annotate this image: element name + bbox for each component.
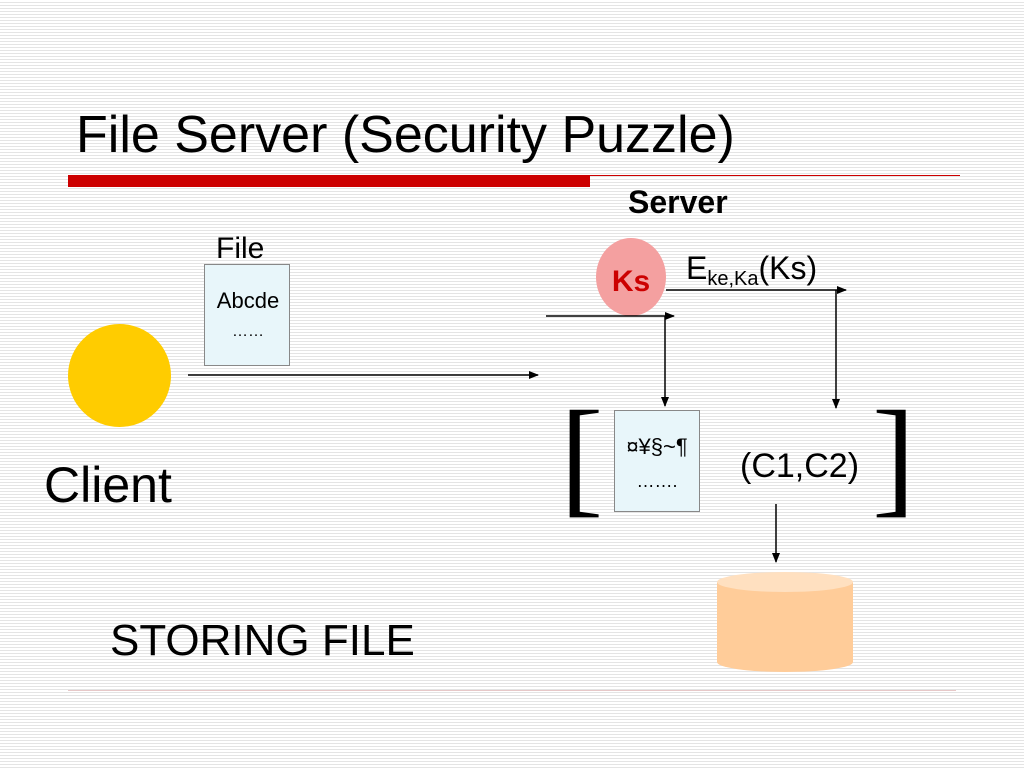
footer-divider xyxy=(68,690,956,691)
title-underline-thick xyxy=(68,175,590,187)
client-label: Client xyxy=(44,457,172,513)
storing-file-caption: STORING FILE xyxy=(110,616,415,665)
encrypted-key-suffix: (Ks) xyxy=(758,250,818,286)
session-key-node xyxy=(596,238,666,316)
encrypted-file-line1: ¤¥§~¶ xyxy=(626,434,688,459)
encrypted-key-subscript: ke,Ka xyxy=(707,268,759,290)
encrypted-key-label: Eke,Ka(Ks) xyxy=(686,248,817,299)
client-node xyxy=(68,324,171,427)
encrypted-file-document xyxy=(614,410,700,512)
database-cylinder-icon xyxy=(717,572,853,672)
left-bracket: [ xyxy=(560,385,604,529)
encrypted-file-line2: ……. xyxy=(636,471,678,491)
ciphertext-pair-label: (C1,C2) xyxy=(740,447,860,485)
title-underline-thin xyxy=(590,175,960,176)
server-label: Server xyxy=(628,184,728,220)
file-content-line2: …… xyxy=(232,323,264,340)
encrypted-key-prefix: E xyxy=(686,250,708,286)
file-document xyxy=(204,264,290,366)
file-label: File xyxy=(216,232,265,265)
slide-title: File Server (Security Puzzle) xyxy=(76,106,735,164)
right-bracket: ] xyxy=(872,385,916,529)
file-content-line1: Abcde xyxy=(216,288,280,313)
session-key-label: Ks xyxy=(611,265,651,298)
